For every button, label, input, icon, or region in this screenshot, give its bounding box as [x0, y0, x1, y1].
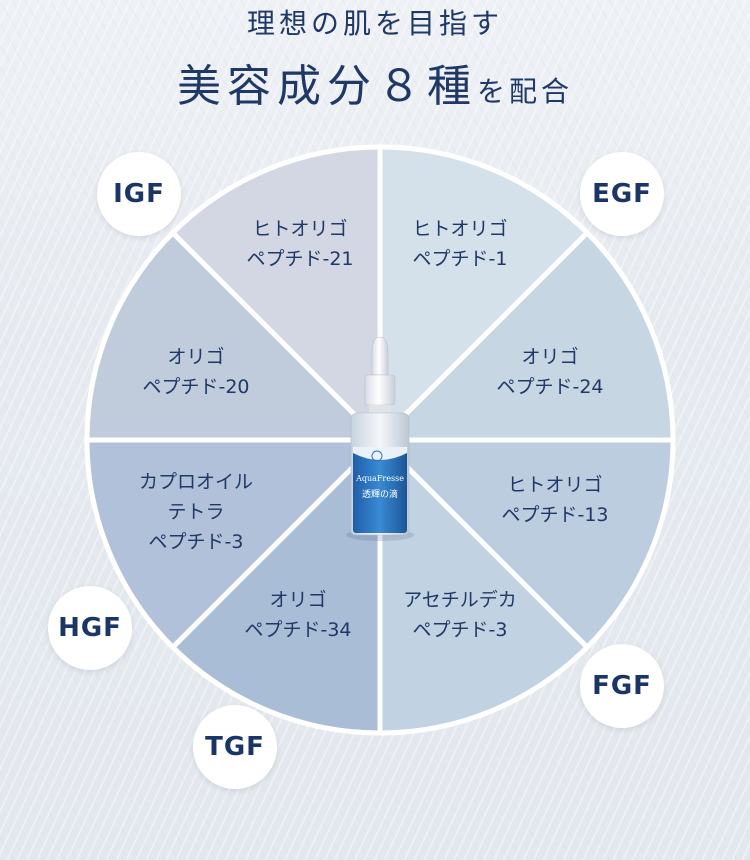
wheel-segment-2 — [377, 230, 676, 443]
badge-egf: EGF — [580, 152, 664, 236]
segment-label-4: アセチルデカペプチド-3 — [403, 589, 517, 641]
bottle-brand: AquaFresse — [355, 474, 404, 483]
segment-label-7: オリゴペプチド-20 — [142, 346, 249, 398]
segment-label-1: ヒトオリゴペプチド-1 — [412, 218, 507, 270]
heading-title: 美容成分８種を配合 — [0, 50, 750, 114]
segment-label-line: ペプチド-13 — [501, 504, 608, 526]
segment-label-line: テトラ — [167, 501, 224, 523]
wheel-segment-1 — [377, 144, 590, 443]
segment-label-line: ヒトオリゴ — [507, 474, 602, 496]
segment-label-line: オリゴ — [269, 589, 326, 611]
segment-label-line: ヒトオリゴ — [412, 218, 507, 240]
heading-title-suffix: を配合 — [476, 75, 573, 108]
wheel-segment-4 — [377, 437, 590, 736]
wheel-segment-7 — [84, 230, 383, 443]
wheel-segment-8 — [170, 144, 383, 443]
segment-label-line: ペプチド-24 — [496, 376, 603, 398]
serum-bottle-image: AquaFresse 透輝の滴 — [346, 336, 414, 541]
segment-label-line: ペプチド-34 — [244, 619, 351, 641]
wheel-segment-5 — [170, 437, 383, 736]
segment-label-line: ペプチド-21 — [246, 248, 353, 270]
badge-hgf: HGF — [48, 586, 132, 670]
segment-label-3: ヒトオリゴペプチド-13 — [501, 474, 608, 526]
badge-fgf: FGF — [580, 644, 664, 728]
segment-label-6: カプロオイルテトラペプチド-3 — [139, 471, 253, 553]
segment-label-line: ペプチド-1 — [413, 248, 508, 270]
badge-tgf: TGF — [193, 705, 277, 789]
segment-label-line: カプロオイル — [139, 471, 253, 493]
segment-label-line: ペプチド-3 — [413, 619, 508, 641]
segment-label-2: オリゴペプチド-24 — [496, 346, 603, 398]
heading-title-main: 美容成分８種 — [176, 61, 477, 112]
wheel-segment-3 — [377, 437, 676, 650]
segment-label-line: オリゴ — [521, 346, 578, 368]
bottle-name: 透輝の滴 — [362, 488, 398, 500]
segment-label-line: ペプチド-20 — [142, 376, 249, 398]
segment-label-8: ヒトオリゴペプチド-21 — [246, 218, 353, 270]
wheel-segment-6 — [84, 437, 383, 650]
segment-label-line: アセチルデカ — [403, 589, 517, 611]
segment-label-line: ヒトオリゴ — [252, 218, 347, 240]
segment-label-line: オリゴ — [167, 346, 224, 368]
heading-subtitle: 理想の肌を目指す — [246, 7, 503, 40]
segment-label-line: ペプチド-3 — [149, 531, 244, 553]
badge-igf: IGF — [97, 152, 181, 236]
segment-label-5: オリゴペプチド-34 — [244, 589, 351, 641]
